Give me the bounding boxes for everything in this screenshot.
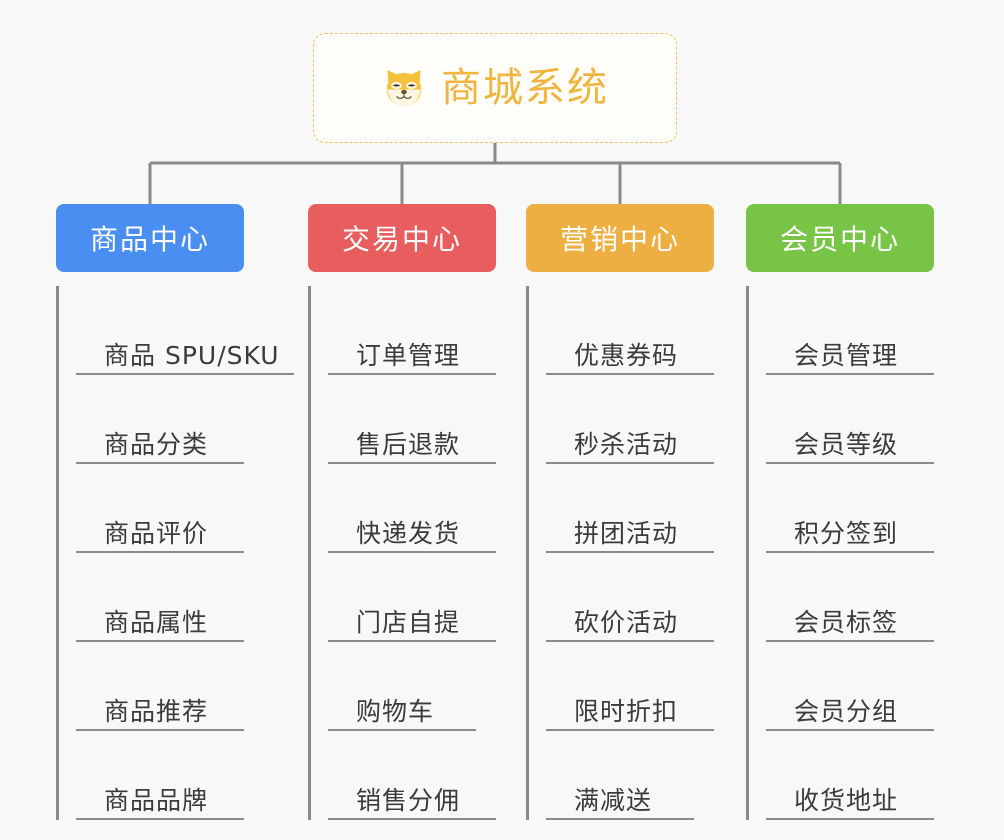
child-item[interactable]: 限时折扣 — [546, 642, 714, 731]
child-label: 售后退款 — [356, 429, 461, 459]
child-label: 限时折扣 — [574, 696, 679, 726]
branch-column-会员中心: 会员中心 会员管理 会员等级 积分签到 会员标签 会员分组 — [746, 204, 966, 820]
branch-header-label-1: 交易中心 — [341, 223, 462, 256]
root-label: 商城系统 — [441, 65, 609, 111]
child-item[interactable]: 优惠券码 — [546, 286, 714, 375]
child-label: 秒杀活动 — [574, 429, 679, 459]
child-item[interactable]: 砍价活动 — [546, 553, 714, 642]
child-item[interactable]: 拼团活动 — [546, 464, 714, 553]
child-item[interactable]: 销售分佣 — [328, 731, 496, 820]
child-item[interactable]: 收货地址 — [766, 731, 934, 820]
child-item[interactable]: 会员分组 — [766, 642, 934, 731]
child-label: 收货地址 — [794, 785, 899, 815]
branch-header-0[interactable]: 商品中心 — [56, 204, 244, 272]
child-item[interactable]: 会员标签 — [766, 553, 934, 642]
child-label: 拼团活动 — [574, 518, 679, 548]
child-item[interactable]: 会员管理 — [766, 286, 934, 375]
branch-column-商品中心: 商品中心 商品 SPU/SKU 商品分类 商品评价 商品属性 商品推荐 — [56, 204, 294, 820]
child-label: 订单管理 — [356, 340, 461, 370]
child-item[interactable]: 商品 SPU/SKU — [76, 286, 294, 375]
child-item[interactable]: 会员等级 — [766, 375, 934, 464]
child-item[interactable]: 购物车 — [328, 642, 476, 731]
child-label: 会员管理 — [794, 340, 899, 370]
child-item[interactable]: 商品属性 — [76, 553, 244, 642]
branch-columns: 商品中心 商品 SPU/SKU 商品分类 商品评价 商品属性 商品推荐 — [0, 204, 1004, 840]
shiba-dog-icon — [386, 70, 422, 106]
branch-header-label-2: 营销中心 — [559, 223, 680, 256]
child-item[interactable]: 商品分类 — [76, 375, 244, 464]
child-label: 会员分组 — [794, 696, 899, 726]
branch-column-交易中心: 交易中心 订单管理 售后退款 快递发货 门店自提 购物车 — [308, 204, 528, 820]
child-item[interactable]: 秒杀活动 — [546, 375, 714, 464]
branch-header-3[interactable]: 会员中心 — [746, 204, 934, 272]
child-label: 销售分佣 — [356, 785, 461, 815]
child-label: 商品 SPU/SKU — [104, 340, 280, 370]
child-label: 会员标签 — [794, 607, 899, 637]
branch-children-1: 订单管理 售后退款 快递发货 门店自提 购物车 销售分佣 — [308, 286, 496, 820]
branch-children-0: 商品 SPU/SKU 商品分类 商品评价 商品属性 商品推荐 商品品牌 — [56, 286, 294, 820]
child-label: 商品分类 — [104, 429, 209, 459]
child-item[interactable]: 积分签到 — [766, 464, 934, 553]
branch-header-1[interactable]: 交易中心 — [308, 204, 496, 272]
child-label: 积分签到 — [794, 518, 899, 548]
child-label: 购物车 — [356, 696, 435, 726]
branch-header-2[interactable]: 营销中心 — [526, 204, 714, 272]
child-label: 快递发货 — [356, 518, 461, 548]
child-label: 商品评价 — [104, 518, 209, 548]
child-label: 优惠券码 — [574, 340, 679, 370]
child-item[interactable]: 商品品牌 — [76, 731, 244, 820]
child-label: 会员等级 — [794, 429, 899, 459]
branch-children-3: 会员管理 会员等级 积分签到 会员标签 会员分组 收货地址 — [746, 286, 934, 820]
root-node[interactable]: 商城系统 — [313, 33, 677, 143]
child-item[interactable]: 门店自提 — [328, 553, 496, 642]
child-item[interactable]: 订单管理 — [328, 286, 496, 375]
child-item[interactable]: 满减送 — [546, 731, 694, 820]
child-item[interactable]: 商品推荐 — [76, 642, 244, 731]
branch-header-label-0: 商品中心 — [89, 223, 210, 256]
branch-header-label-3: 会员中心 — [779, 223, 900, 256]
branch-children-2: 优惠券码 秒杀活动 拼团活动 砍价活动 限时折扣 满减送 — [526, 286, 714, 820]
child-label: 满减送 — [574, 785, 653, 815]
child-label: 商品推荐 — [104, 696, 209, 726]
child-item[interactable]: 快递发货 — [328, 464, 496, 553]
child-item[interactable]: 商品评价 — [76, 464, 244, 553]
child-label: 商品属性 — [104, 607, 209, 637]
child-label: 砍价活动 — [574, 607, 679, 637]
branch-column-营销中心: 营销中心 优惠券码 秒杀活动 拼团活动 砍价活动 限时折扣 — [526, 204, 746, 820]
child-label: 门店自提 — [356, 607, 461, 637]
child-item[interactable]: 售后退款 — [328, 375, 496, 464]
child-label: 商品品牌 — [104, 785, 209, 815]
